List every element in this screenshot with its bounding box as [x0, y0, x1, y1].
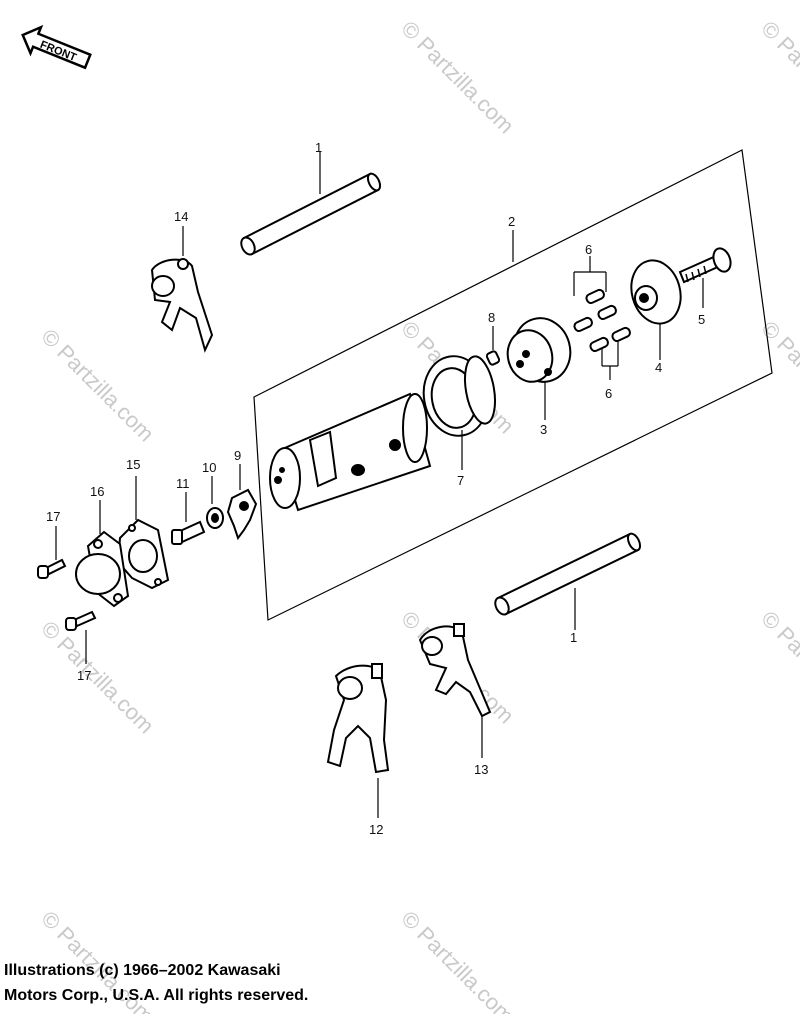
stopper-plate — [226, 488, 258, 541]
callout-10: 10 — [202, 460, 216, 475]
shift-rod-lower — [494, 532, 642, 616]
shift-fork-upper — [150, 258, 214, 353]
copyright-line-2: Motors Corp., U.S.A. All rights reserved… — [4, 987, 309, 1004]
watermark-text: © Partzilla.com — [396, 16, 519, 139]
cover-16 — [75, 530, 130, 608]
callout-17: 17 — [77, 668, 91, 683]
assembly-frame — [253, 149, 773, 621]
bolt-11 — [171, 520, 206, 545]
shift-fork-12 — [326, 663, 390, 774]
watermark-text: © Partzilla.com — [396, 906, 519, 1014]
callout-4: 4 — [655, 360, 662, 375]
washer-10 — [206, 507, 224, 529]
callout-labels: 1 1 2 3 4 5 6 6 7 8 9 10 11 12 13 14 15 … — [46, 140, 705, 837]
pins-6 — [573, 288, 631, 353]
watermark-text: © Partzilla.com — [36, 324, 159, 447]
watermark-text: © Partzilla.com — [36, 616, 159, 739]
shift-rod-upper — [240, 172, 382, 256]
copyright-notice: Illustrations (c) 1966–2002 Kawasaki Mot… — [4, 958, 308, 1008]
pin-8 — [485, 350, 501, 366]
callout-5: 5 — [698, 312, 705, 327]
callout-6: 6 — [585, 242, 592, 257]
watermark-text: © Partzilla.com — [756, 16, 800, 139]
cam-plate — [506, 317, 572, 383]
copyright-line-1: Illustrations (c) 1966–2002 Kawasaki — [4, 962, 281, 979]
watermark-text: © Partzilla.com — [756, 606, 800, 729]
callout-13: 13 — [474, 762, 488, 777]
callout-15: 15 — [126, 457, 140, 472]
leader-bracket — [573, 256, 619, 380]
callout-7: 7 — [457, 473, 464, 488]
callout-2: 2 — [508, 214, 515, 229]
callout-17: 17 — [46, 509, 60, 524]
bolt-5 — [678, 247, 732, 284]
callout-1: 1 — [315, 140, 322, 155]
front-arrow-icon: FRONT — [21, 24, 92, 70]
callout-11: 11 — [176, 476, 190, 491]
shift-drum — [269, 392, 432, 512]
screw-17-upper — [37, 558, 67, 579]
callout-9: 9 — [234, 448, 241, 463]
callout-8: 8 — [488, 310, 495, 325]
callout-6: 6 — [605, 386, 612, 401]
callout-1: 1 — [570, 630, 577, 645]
watermark-layer: © Partzilla.com © Partzilla.com © Partzi… — [36, 16, 800, 1014]
bearing — [422, 355, 496, 437]
callout-16: 16 — [90, 484, 104, 499]
callout-14: 14 — [174, 209, 188, 224]
callout-3: 3 — [540, 422, 547, 437]
callout-12: 12 — [369, 822, 383, 837]
detent-plate — [630, 259, 682, 325]
shift-fork-13 — [418, 623, 492, 718]
screw-17-lower — [65, 610, 97, 631]
